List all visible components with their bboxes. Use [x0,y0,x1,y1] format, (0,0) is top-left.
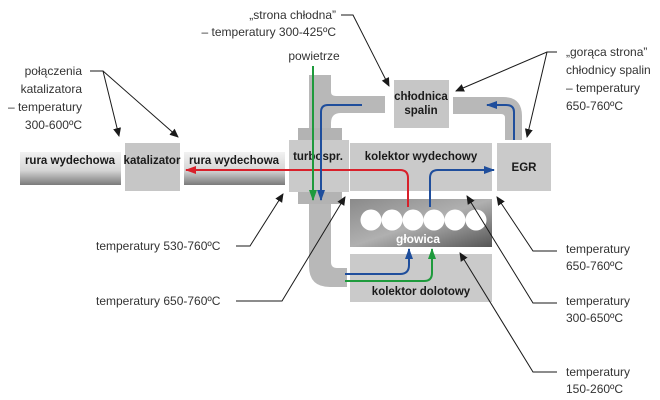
exhaust-manifold [350,143,492,191]
leader-lines [90,14,557,373]
egr-valve [497,143,551,191]
cylinder-head-label: głowica [396,232,440,246]
turbocharger-label: turbospr. [293,151,343,163]
hot-side-annotation-1: „gorąca strona” [566,45,647,59]
catalyst-annotation-4: 300-600ºC [25,118,82,132]
cylinder-3 [402,209,424,231]
components: rura wydechowa katalizator rura wydechow… [20,49,551,302]
leader-turbo-in [236,196,346,302]
exhaust-manifold-label: kolektor wydechowy [365,151,478,163]
catalyst-annotation-1: połączenia [25,64,83,78]
egr-flow-to-head [345,248,413,275]
leader-catalyst-2 [102,70,179,138]
catalyst-annotation-3: – temperatury [8,100,82,114]
leader-hot-side-1 [455,51,557,92]
cylinders [360,209,487,231]
egr-cooler-label-1: chłodnica [394,91,448,103]
exhaust-pipe-mid-label: rura wydechowa [189,155,280,167]
leader-exhaust-manifold [466,195,557,304]
cylinder-2 [381,209,403,231]
hot-side-annotation-3: – temperatury [566,81,640,95]
leader-cold-side [341,14,390,87]
turbo-in-annotation: temperatury 650-760ºC [96,294,221,308]
intake-manifold-annotation-1: temperatury [566,365,630,379]
air-flow-to-head [345,248,436,282]
exhaust-flow-line [185,166,409,207]
egr-annotation-2: 650-760ºC [566,259,623,273]
cylinder-5 [444,209,466,231]
intake-manifold [350,254,492,302]
leader-intake-manifold [459,252,557,373]
cylinder-6 [465,209,487,231]
pipes [298,75,522,287]
catalyst [125,143,180,191]
catalyst-annotation-2: katalizatora [21,82,83,96]
turbocharger [289,140,349,192]
egr-cooler [394,80,449,128]
egr-cooler-label-2: spalin [404,105,437,117]
cylinder-4 [423,209,445,231]
intake-manifold-label: kolektor dolotowy [372,286,471,298]
intake-manifold-annotation-2: 150-260ºC [566,382,623,396]
flows [185,66,515,282]
exhaust-manifold-annotation-1: temperatury [566,294,630,308]
egr-cooler-pipe [453,97,522,140]
cold-side-annotation-2: – temperatury 300-425ºC [202,25,337,39]
egr-valve-label: EGR [512,162,538,174]
hot-side-annotation-2: chłodnicy spalin [566,63,651,77]
egr-flow-to-cooler [486,101,515,140]
catalyst-label: katalizator [124,155,181,167]
cylinder-1 [360,209,382,231]
turbo-out-annotation: temperatury 530-760ºC [96,239,221,253]
egr-flow-to-valve [429,166,495,207]
egr-flow-from-cooler [317,104,362,201]
exhaust-pipe-left [20,152,121,185]
egr-annotation-1: temperatury [566,242,630,256]
exhaust-pipe-mid [184,152,285,185]
air-label: powietrze [288,49,340,63]
leader-hot-side-2 [524,51,548,138]
exhaust-manifold-annotation-2: 300-650ºC [566,311,623,325]
leader-turbo-out [236,193,284,247]
intake-pipe [309,204,347,287]
hot-side-annotation-4: 650-760ºC [566,99,623,113]
leader-egr [496,196,557,252]
turbo-air-pipe [309,75,385,128]
annotations: połączenia katalizatora – temperatury 30… [8,8,651,396]
cold-side-annotation-1: „strona chłodna” [249,8,336,22]
exhaust-pipe-left-label: rura wydechowa [25,155,116,167]
